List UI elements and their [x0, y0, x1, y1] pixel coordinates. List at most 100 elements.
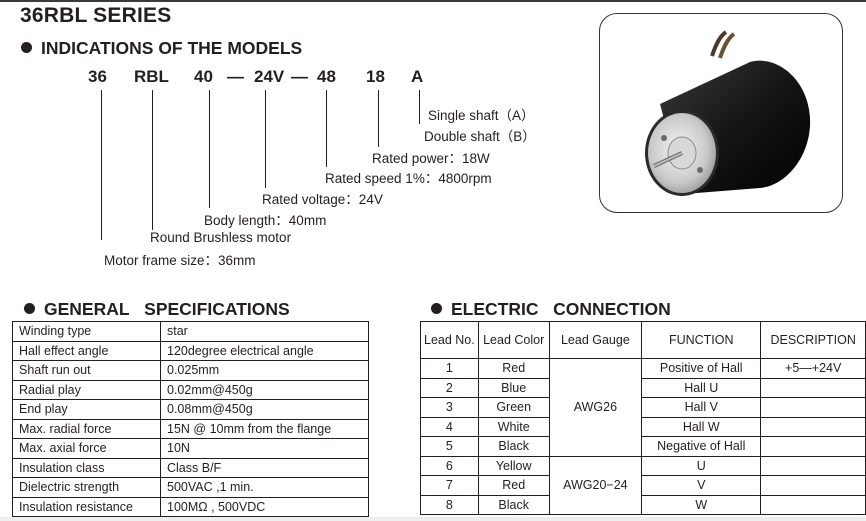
- spec-value: 0.025mm: [160, 360, 369, 381]
- leader-shaft: [419, 90, 420, 124]
- lead-color: Red: [477, 475, 550, 496]
- lead-no: 8: [420, 494, 479, 515]
- spec-label: Radial play: [12, 379, 161, 400]
- header-function: FUNCTION: [641, 321, 762, 359]
- bullet-icon: [24, 303, 35, 314]
- header-lead-color: Lead Color: [477, 321, 550, 359]
- description: [760, 377, 866, 398]
- indications-heading-text: INDICATIONS OF THE MODELS: [41, 38, 303, 58]
- spec-label: Winding type: [12, 321, 161, 342]
- leader-type: [152, 90, 153, 230]
- lead-gauge: AWG26: [548, 358, 643, 457]
- spec-value: 500VAC ,1 min.: [160, 477, 369, 498]
- general-heading-1: GENERAL: [44, 299, 130, 319]
- function: W: [641, 494, 762, 515]
- lead-no: 3: [420, 397, 479, 418]
- lead-color: Blue: [477, 377, 550, 398]
- electric-connection-table: Lead No. Lead Color Lead Gauge FUNCTION …: [420, 321, 866, 515]
- header-description: DESCRIPTION: [760, 321, 866, 359]
- code-power: 18: [366, 67, 385, 86]
- electric-heading-1: ELECTRIC: [451, 299, 539, 319]
- lead-no: 5: [420, 436, 479, 457]
- motor-image: [645, 30, 811, 196]
- spec-label: Max. radial force: [12, 418, 161, 439]
- electric-connection-heading: ELECTRIC CONNECTION: [431, 299, 671, 320]
- indications-heading: INDICATIONS OF THE MODELS: [21, 38, 302, 59]
- function: Hall W: [641, 416, 762, 437]
- annotation-rated-power: Rated power：18W: [372, 151, 490, 166]
- leader-frame: [101, 90, 102, 240]
- bullet-icon: [21, 42, 32, 53]
- leader-voltage: [265, 90, 266, 188]
- function: Positive of Hall: [641, 358, 762, 379]
- description: [760, 455, 866, 476]
- description: [760, 416, 866, 437]
- spec-value: star: [160, 321, 369, 342]
- code-type: RBL: [134, 67, 169, 86]
- function: Hall V: [641, 397, 762, 418]
- header-lead-gauge: Lead Gauge: [548, 321, 643, 359]
- series-title: 36RBL SERIES: [20, 4, 172, 27]
- lead-color: Yellow: [477, 455, 550, 476]
- spec-value: 120degree electrical angle: [160, 340, 369, 361]
- lead-gauge: AWG20−24: [548, 455, 643, 515]
- header-lead-no: Lead No.: [420, 321, 479, 359]
- spec-value: Class B/F: [160, 457, 369, 478]
- description: [760, 397, 866, 418]
- lead-no: 4: [420, 416, 479, 437]
- general-spec-heading: GENERAL SPECIFICATIONS: [24, 299, 290, 320]
- code-shaft: A: [411, 67, 424, 86]
- top-rule: [0, 0, 866, 2]
- lead-no: 7: [420, 475, 479, 496]
- product-photo-frame: [599, 13, 843, 213]
- annotation-motor-type: Round Brushless motor: [150, 230, 292, 245]
- description: [760, 436, 866, 457]
- code-frame: 36: [88, 67, 107, 86]
- spec-value: 0.08mm@450g: [160, 399, 369, 420]
- code-dash-2: —: [291, 67, 308, 86]
- table-header-row: Lead No. Lead Color Lead Gauge FUNCTION …: [420, 321, 866, 359]
- spec-value: 10N: [160, 438, 369, 459]
- lead-color: Green: [477, 397, 550, 418]
- lead-color: Red: [477, 358, 550, 379]
- spec-label: Hall effect angle: [12, 340, 161, 361]
- annotation-double-shaft: Double shaft（B）: [424, 129, 536, 144]
- spec-label: Insulation class: [12, 457, 161, 478]
- electric-heading-2: CONNECTION: [553, 299, 671, 319]
- lead-color: White: [477, 416, 550, 437]
- annotation-frame-size: Motor frame size：36mm: [104, 253, 256, 268]
- leader-length: [209, 90, 210, 208]
- code-length: 40: [194, 67, 213, 86]
- function: Negative of Hall: [641, 436, 762, 457]
- annotation-rated-voltage: Rated voltage：24V: [262, 192, 383, 207]
- lead-color: Black: [477, 436, 550, 457]
- annotation-single-shaft: Single shaft（A）: [428, 108, 535, 123]
- annotation-rated-speed: Rated speed 1%：4800rpm: [325, 171, 492, 186]
- annotation-body-length: Body length：40mm: [204, 213, 327, 228]
- spec-label: Shaft run out: [12, 360, 161, 381]
- spec-value: 15N @ 10mm from the flange: [160, 418, 369, 439]
- function: U: [641, 455, 762, 476]
- spec-value: 100MΩ , 500VDC: [160, 496, 369, 517]
- bottom-rule: [0, 517, 866, 521]
- leader-speed: [326, 90, 327, 167]
- function: V: [641, 475, 762, 496]
- code-voltage: 24V: [254, 67, 285, 86]
